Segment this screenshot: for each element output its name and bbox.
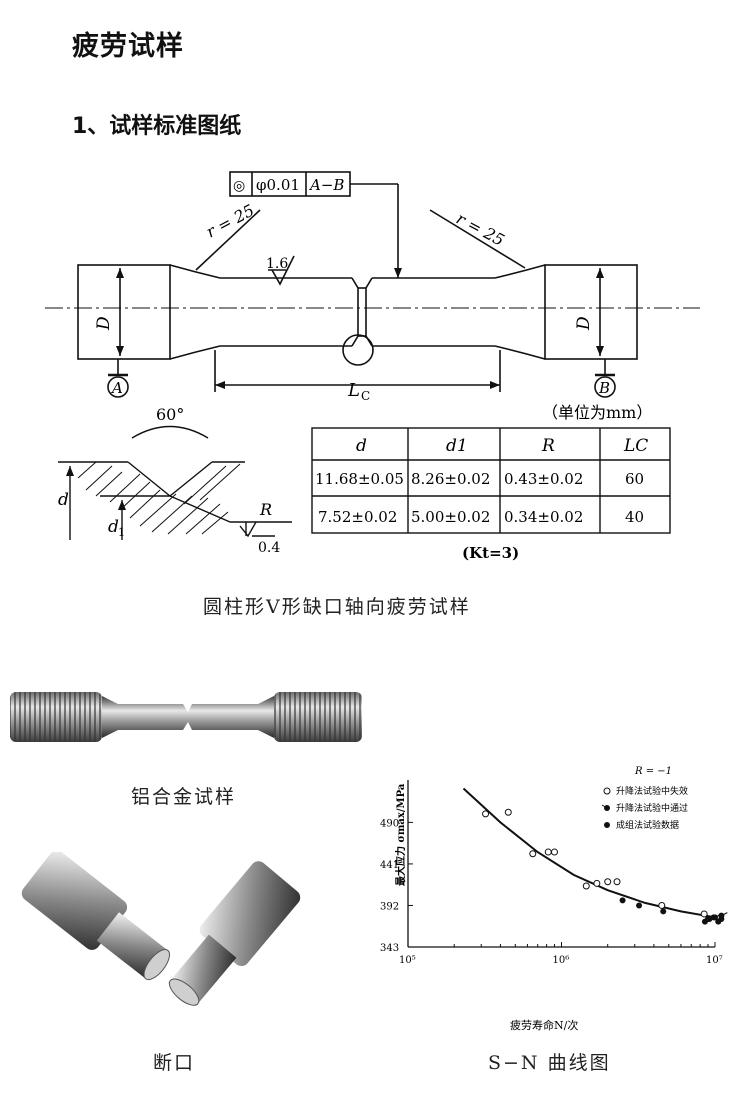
specimen-drawing: ◎ φ0.01 A−B r = 25 r = 25 1.6 D D A B L … <box>45 171 700 562</box>
notch-angle: 60° <box>156 405 184 424</box>
data-point-filled <box>660 908 667 915</box>
table-cell: 8.26±0.02 <box>411 470 490 488</box>
fracture-photo <box>21 852 301 1006</box>
legend-flag-tick <box>601 804 608 809</box>
notch-radius: R <box>259 500 272 519</box>
data-point-open <box>504 808 512 816</box>
tolerance-value: φ0.01 <box>256 176 300 194</box>
dimension-d-left: D <box>94 316 114 331</box>
aluminum-specimen-photo <box>10 692 362 742</box>
dimension-d-right: D <box>574 316 594 331</box>
roughness-value: 1.6 <box>266 256 288 272</box>
radius-left: r = 25 <box>203 201 257 242</box>
notch-roughness: 0.4 <box>258 540 280 556</box>
data-point-open <box>544 848 552 856</box>
table-header-lc: LC <box>623 436 648 456</box>
legend-entry: 升降法试验中失效 <box>616 785 688 797</box>
legend-open-circle <box>603 787 611 795</box>
table-header-d1: d1 <box>446 436 468 456</box>
data-point-filled <box>619 897 626 904</box>
y-tick-label: 343 <box>380 943 399 954</box>
y-tick-label: 441 <box>380 860 399 871</box>
data-point-filled <box>718 916 725 923</box>
y-axis-label: 最大应力 σmax/MPa <box>394 783 407 886</box>
drawing-caption: 圆柱形V形缺口轴向疲劳试样 <box>203 596 471 618</box>
table-cell: 7.52±0.02 <box>318 508 397 526</box>
aluminum-caption: 铝合金试样 <box>131 786 237 808</box>
data-point-open <box>658 901 666 909</box>
y-tick-label: 490 <box>380 818 399 829</box>
data-point-open <box>613 878 621 886</box>
dimension-lc-sub: C <box>361 389 370 403</box>
data-point-filled <box>701 918 708 925</box>
data-point-filled <box>636 902 643 909</box>
notch-depth-d1: d <box>108 517 119 537</box>
radius-right: r = 25 <box>453 209 507 250</box>
x-axis-label: 疲劳寿命N/次 <box>510 1018 578 1032</box>
data-point-open <box>604 878 612 886</box>
legend-entry: 成组法试验数据 <box>616 819 679 831</box>
table-cell: 40 <box>625 508 644 526</box>
table-header-d: d <box>356 436 367 456</box>
table-cell: 0.34±0.02 <box>504 508 583 526</box>
page-title: 疲劳试样 <box>72 31 184 62</box>
y-tick-label: 392 <box>380 901 399 912</box>
table-cell: 5.00±0.02 <box>411 508 490 526</box>
table-cell: 11.68±0.05 <box>315 470 404 488</box>
x-tick-label: 10⁶ <box>553 955 570 966</box>
x-tick-label: 10⁵ <box>399 955 416 966</box>
notch-depth-d1-sub: 1 <box>118 526 125 539</box>
fit-curve <box>462 787 716 919</box>
dimension-lc: L <box>347 380 360 401</box>
table-cell: 0.43±0.02 <box>504 470 583 488</box>
legend-entry: 升降法试验中通过 <box>616 802 688 814</box>
notch-depth-d: d <box>58 490 69 510</box>
datum-b: B <box>598 379 610 397</box>
fracture-caption: 断口 <box>153 1052 196 1074</box>
table-note: (Kt=3) <box>462 544 519 562</box>
data-point-open <box>582 882 590 890</box>
data-point-open <box>593 879 601 887</box>
data-point-open <box>529 850 537 858</box>
x-tick-label: 10⁷ <box>706 955 723 966</box>
sn-caption: S−N 曲线图 <box>488 1052 611 1074</box>
unit-note: （单位为mm） <box>542 403 652 422</box>
tolerance-symbol: ◎ <box>233 178 245 194</box>
table-header-r: R <box>541 436 555 456</box>
table-cell: 60 <box>625 470 644 488</box>
data-point-open <box>482 810 490 818</box>
section-heading: 1、试样标准图纸 <box>72 114 242 139</box>
legend-filled-circle <box>604 822 610 828</box>
data-point-open <box>550 848 558 856</box>
chart-title: R = −1 <box>634 766 672 777</box>
sn-chart: 343 392 441 490 10⁵ 10⁶ 10⁷ R = −1 升降法试验中失效 升降… <box>380 766 728 1032</box>
datum-a: A <box>110 379 123 397</box>
data-point-runout-flag <box>721 912 728 917</box>
tolerance-datum: A−B <box>308 176 344 194</box>
data-point-open <box>700 910 708 918</box>
data-point-filled <box>710 914 717 921</box>
